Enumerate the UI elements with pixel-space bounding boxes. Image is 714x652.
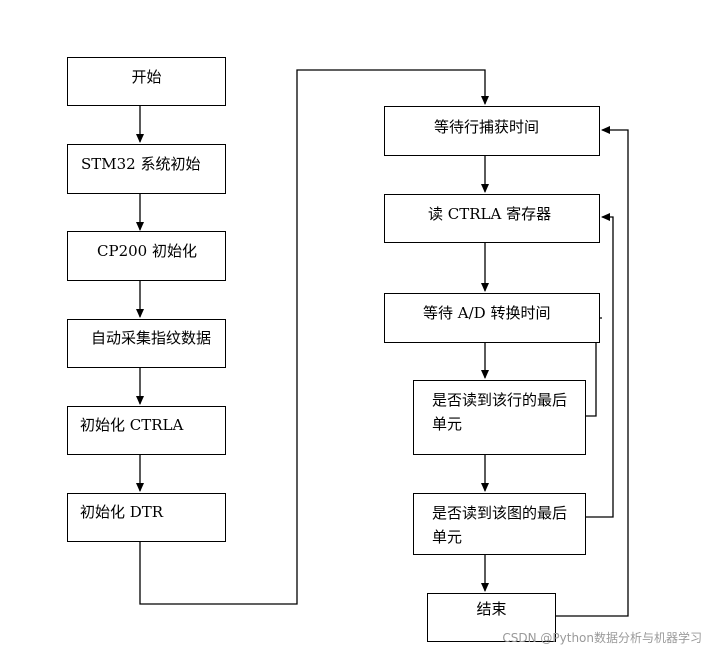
node-end: 结束 [427,593,556,642]
node-read-ctrla-register-label: 读 CTRLA 寄存器 [428,205,552,223]
node-start-label: 开始 [131,68,162,86]
node-read-ctrla-register: 读 CTRLA 寄存器 [384,194,600,243]
loop-end-to-wait-line [556,126,629,617]
node-collect-fingerprint: 自动采集指纹数据 [67,319,226,368]
watermark: CSDN @Python数据分析与机器学习 [502,631,702,645]
node-init-dtr: 初始化 DTR [67,493,226,542]
node-start: 开始 [67,57,226,106]
node-wait-ad-conversion: 等待 A/D 转换时间 [384,293,600,343]
node-wait-line-capture: 等待行捕获时间 [384,106,600,156]
node-wait-line-capture-label: 等待行捕获时间 [434,118,540,136]
node-check-last-unit-of-image: 是否读到该图的最后单元 [413,493,586,555]
node-cp200-init: CP200 初始化 [67,231,226,281]
node-check-last-unit-of-line-label: 是否读到该行的最后单元 [432,391,568,433]
node-wait-ad-conversion-label: 等待 A/D 转换时间 [423,304,551,322]
node-init-ctrla: 初始化 CTRLA [67,406,226,455]
node-init-ctrla-label: 初始化 CTRLA [80,416,184,434]
node-stm32-init-label: STM32 系统初始 [81,155,201,173]
loop-check-image-to-read [586,213,614,518]
node-check-last-unit-of-line: 是否读到该行的最后单元 [413,380,586,455]
arrow-dtr-to-wait-line [139,69,489,605]
node-check-last-unit-of-image-label: 是否读到该图的最后单元 [432,504,568,546]
node-cp200-init-label: CP200 初始化 [97,242,197,260]
node-end-label: 结束 [476,600,507,618]
node-stm32-init: STM32 系统初始 [67,144,226,194]
node-collect-fingerprint-label: 自动采集指纹数据 [91,329,212,347]
node-init-dtr-label: 初始化 DTR [80,503,164,521]
